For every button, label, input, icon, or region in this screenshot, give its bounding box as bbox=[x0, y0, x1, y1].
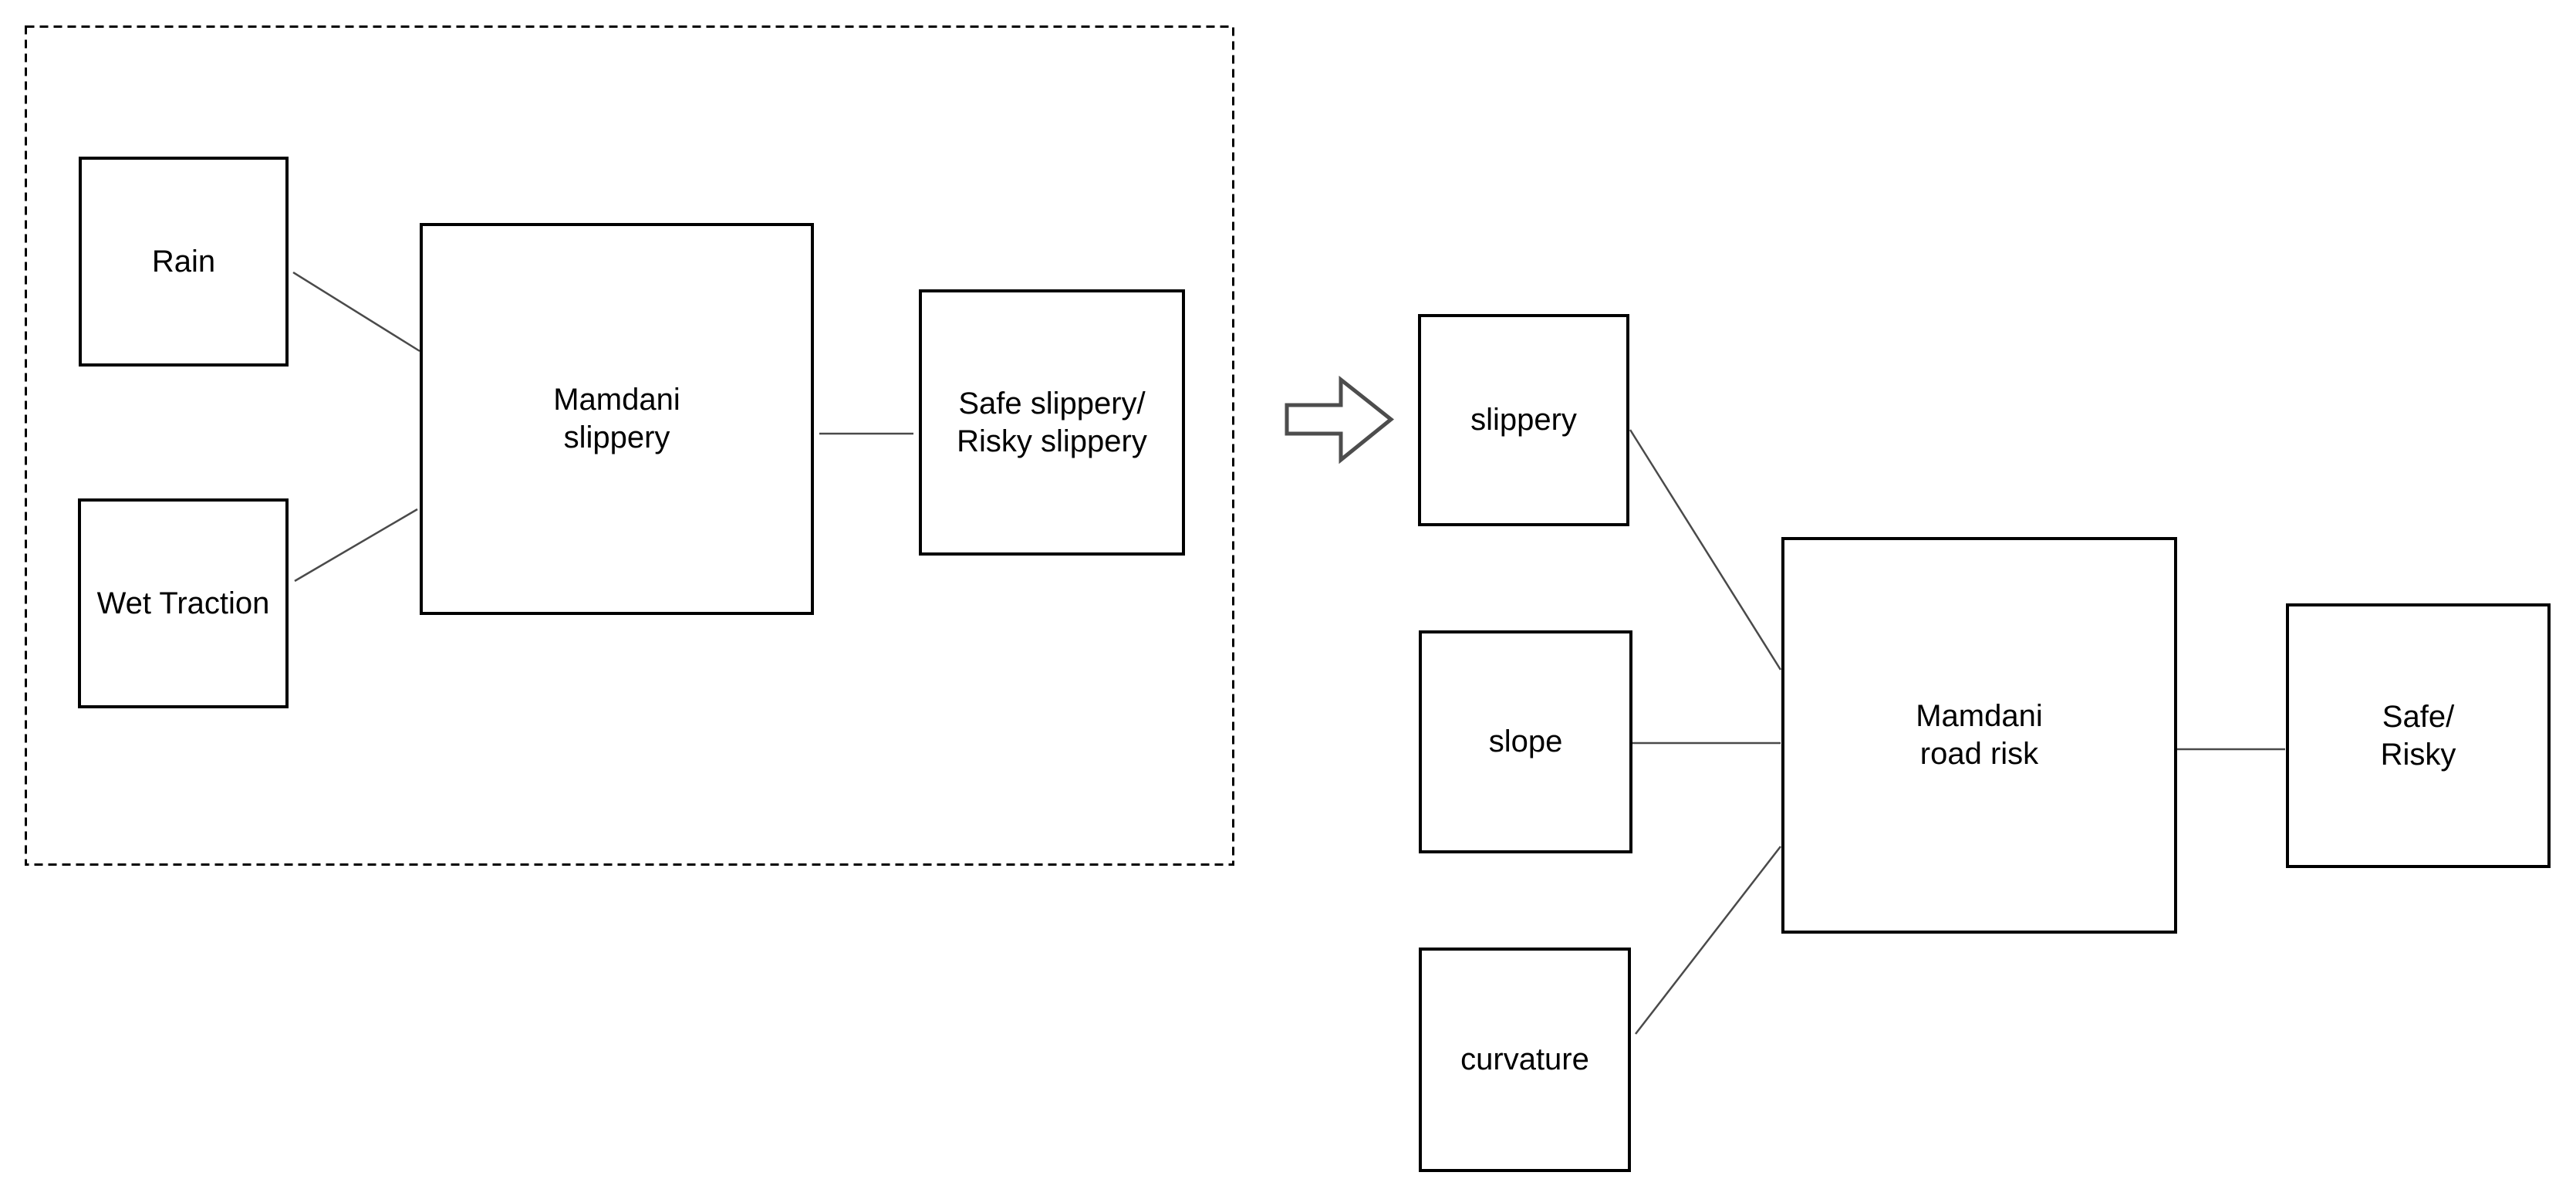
node-rain-label: Rain bbox=[151, 244, 216, 279]
connector-wet-traction-to-mamdani-slippery bbox=[294, 508, 418, 583]
connector-slippery-to-mamdani-road-risk bbox=[1629, 429, 1782, 671]
node-slippery: slippery bbox=[1418, 314, 1629, 526]
node-safe-slippery-output: Safe slippery/ Risky slippery bbox=[919, 289, 1185, 556]
node-rain: Rain bbox=[79, 157, 289, 367]
connector-curvature-to-mamdani-road-risk bbox=[1635, 846, 1781, 1035]
node-slope-label: slope bbox=[1488, 725, 1563, 759]
block-arrow-right-icon bbox=[1285, 375, 1395, 465]
dashed-group-border bbox=[25, 25, 1234, 866]
node-curvature: curvature bbox=[1419, 948, 1631, 1172]
node-slope: slope bbox=[1419, 630, 1632, 853]
node-mamdani-road-risk: Mamdani road risk bbox=[1781, 537, 2177, 934]
node-safe-slippery-output-label: Safe slippery/ Risky slippery bbox=[957, 386, 1147, 458]
node-safe-risky-output-label: Safe/ Risky bbox=[2380, 699, 2456, 772]
connector-rain-to-mamdani-slippery bbox=[292, 271, 420, 353]
node-mamdani-slippery-label: Mamdani slippery bbox=[553, 383, 680, 454]
node-curvature-label: curvature bbox=[1460, 1042, 1589, 1077]
node-wet-traction-label: Wet Traction bbox=[96, 586, 270, 620]
node-wet-traction: Wet Traction bbox=[78, 498, 289, 708]
node-mamdani-road-risk-label: Mamdani road risk bbox=[1916, 699, 2043, 771]
node-safe-risky-output: Safe/ Risky bbox=[2286, 603, 2551, 868]
node-slippery-label: slippery bbox=[1470, 403, 1577, 437]
node-mamdani-slippery: Mamdani slippery bbox=[420, 223, 814, 615]
